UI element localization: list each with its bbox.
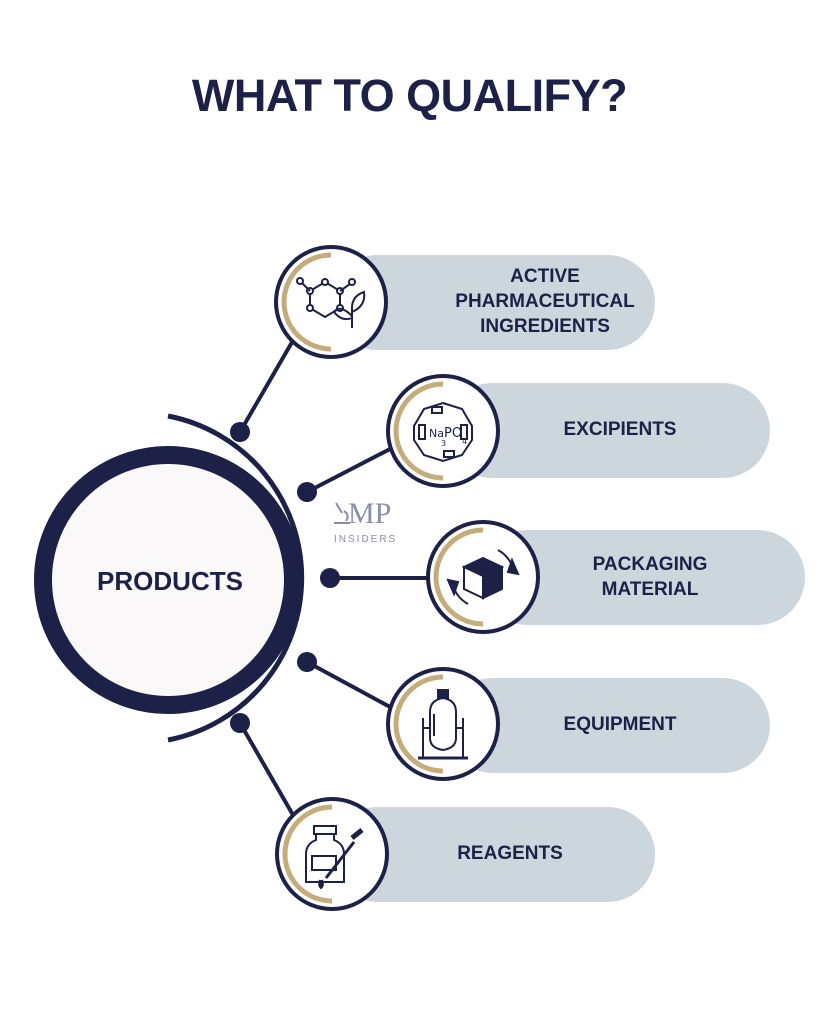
dot-excipients xyxy=(297,482,317,502)
bottle-dropper-icon xyxy=(305,825,364,890)
label-api: ACTIVE PHARMACEUTICAL INGREDIENTS xyxy=(455,266,635,337)
label-packaging: PACKAGING MATERIAL xyxy=(592,553,708,600)
spoke-equipment xyxy=(306,660,393,710)
reactor-vessel-icon xyxy=(418,689,468,760)
icon-circle-excipients: Na PO 3 4 xyxy=(386,374,500,488)
spoke-api xyxy=(238,335,297,434)
dot-equipment xyxy=(297,652,317,672)
svg-text:PO: PO xyxy=(444,426,462,441)
spoke-excipients xyxy=(306,446,393,494)
label-reagents: REAGENTS xyxy=(457,843,563,865)
dot-packaging xyxy=(320,568,340,588)
watermark-logo: MP INSIDERS xyxy=(330,497,420,549)
svg-text:Na: Na xyxy=(429,427,444,440)
page-title: WHAT TO QUALIFY? xyxy=(191,70,628,121)
watermark-mark: MP xyxy=(348,497,392,530)
microscope-icon xyxy=(334,502,350,524)
molecule-leaf-icon xyxy=(296,277,366,328)
svg-text:4: 4 xyxy=(462,437,467,446)
icon-circle-equipment xyxy=(386,667,500,781)
hub-label: PRODUCTS xyxy=(97,566,243,596)
label-equipment: EQUIPMENT xyxy=(563,714,677,736)
icon-circle-reagents xyxy=(275,797,389,911)
label-excipients: EXCIPIENTS xyxy=(563,419,677,441)
dot-reagents xyxy=(230,713,250,733)
dot-api xyxy=(230,422,250,442)
hub-circle xyxy=(34,446,302,714)
sodium-phosphate-icon: Na PO 3 4 xyxy=(413,401,473,463)
svg-text:3: 3 xyxy=(441,439,446,448)
icon-circle-packaging xyxy=(426,520,540,634)
icon-circle-api xyxy=(274,245,388,359)
package-box-icon xyxy=(446,549,520,605)
watermark-sub: INSIDERS xyxy=(334,534,398,545)
spoke-reagents xyxy=(238,722,295,816)
